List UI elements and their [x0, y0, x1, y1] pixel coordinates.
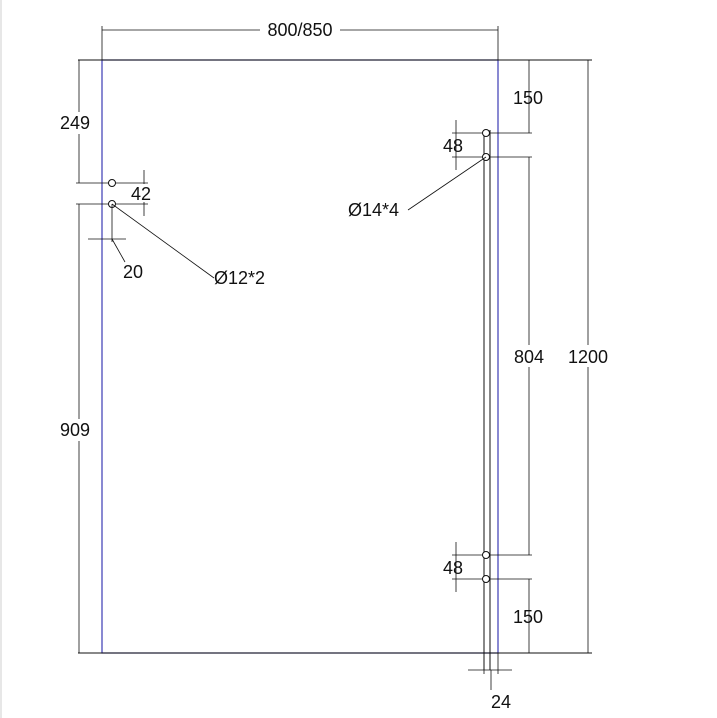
span-label-bg [511, 345, 549, 367]
width-label-bg [260, 18, 340, 40]
left-edge-offset-label: 20 [123, 262, 143, 282]
left-bottom-label-bg [58, 419, 98, 441]
left-spacing-label-bg [130, 184, 158, 202]
right-hole-spacing-top-label: 48 [443, 136, 463, 156]
panel-outline [101, 59, 499, 654]
left-hole-spacing-label: 42 [131, 184, 151, 204]
height-label: 1200 [568, 347, 608, 367]
height-label-bg [564, 345, 612, 367]
left-top-offset-label: 249 [60, 113, 90, 133]
left-hole-1 [108, 179, 116, 187]
right-callout-leader [407, 156, 487, 211]
right-hole-spacing-bottom-label: 48 [443, 558, 463, 578]
left-bottom-offset-label: 909 [60, 420, 90, 440]
right-span-label: 804 [514, 347, 544, 367]
left-edge-leader [111, 238, 126, 263]
right-edge-offset-label: 24 [491, 692, 511, 712]
left-top-label-bg [58, 112, 98, 134]
left-holes-callout: Ø12*2 [214, 268, 265, 288]
top-right-offset-label: 150 [513, 88, 543, 108]
width-label: 800/850 [267, 20, 332, 40]
left-callout-leader [111, 203, 215, 279]
right-hole-1 [482, 129, 490, 137]
bottom-right-offset-label: 150 [513, 607, 543, 627]
right-hole-4 [482, 575, 490, 583]
right-hole-3 [482, 551, 490, 559]
right-holes-callout: Ø14*4 [348, 200, 399, 220]
